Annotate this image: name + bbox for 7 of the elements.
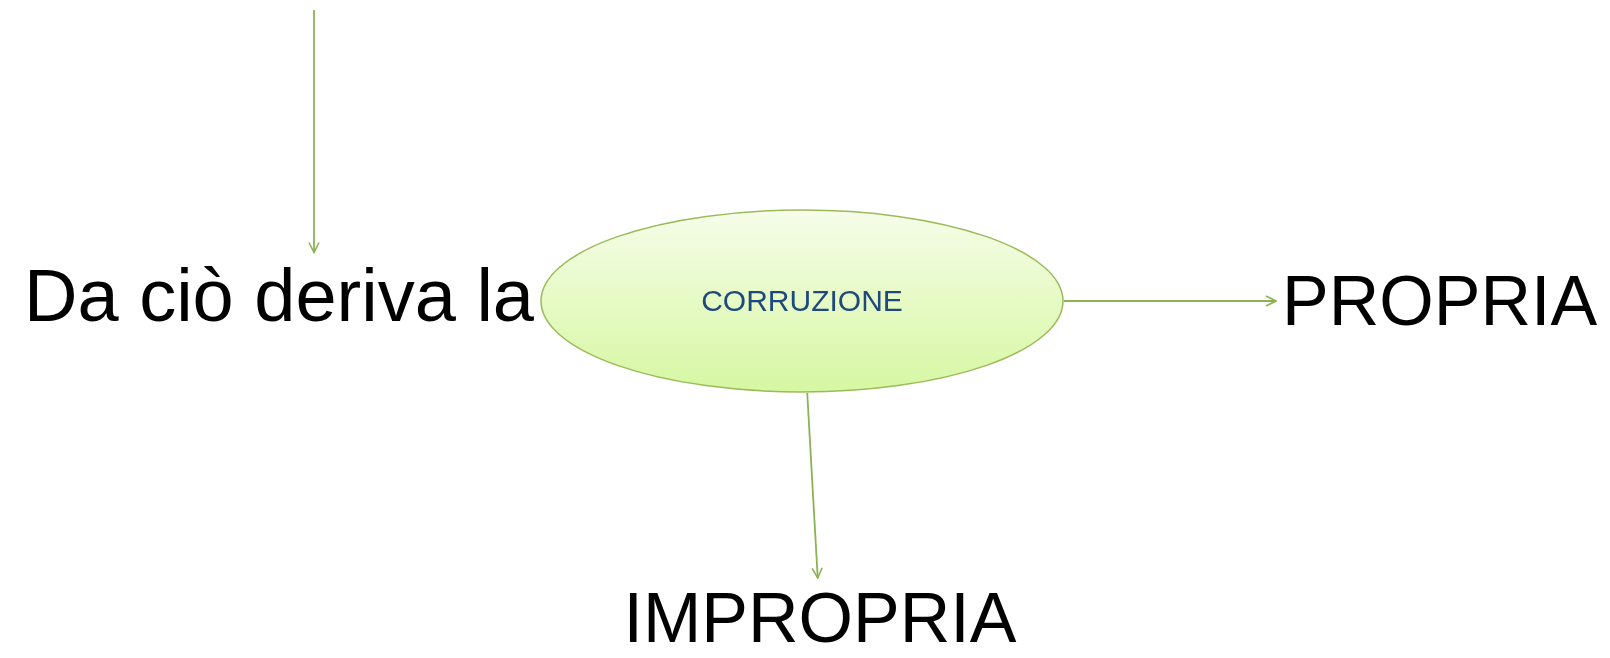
arrow [1063, 295, 1277, 307]
node-label: CORRUZIONE [701, 284, 903, 318]
arrow [806, 392, 823, 579]
text-label: Da ciò deriva la [24, 252, 534, 338]
text-label: PROPRIA [1282, 261, 1598, 341]
arrow [308, 9, 320, 254]
text-label: IMPROPRIA [623, 578, 1017, 658]
